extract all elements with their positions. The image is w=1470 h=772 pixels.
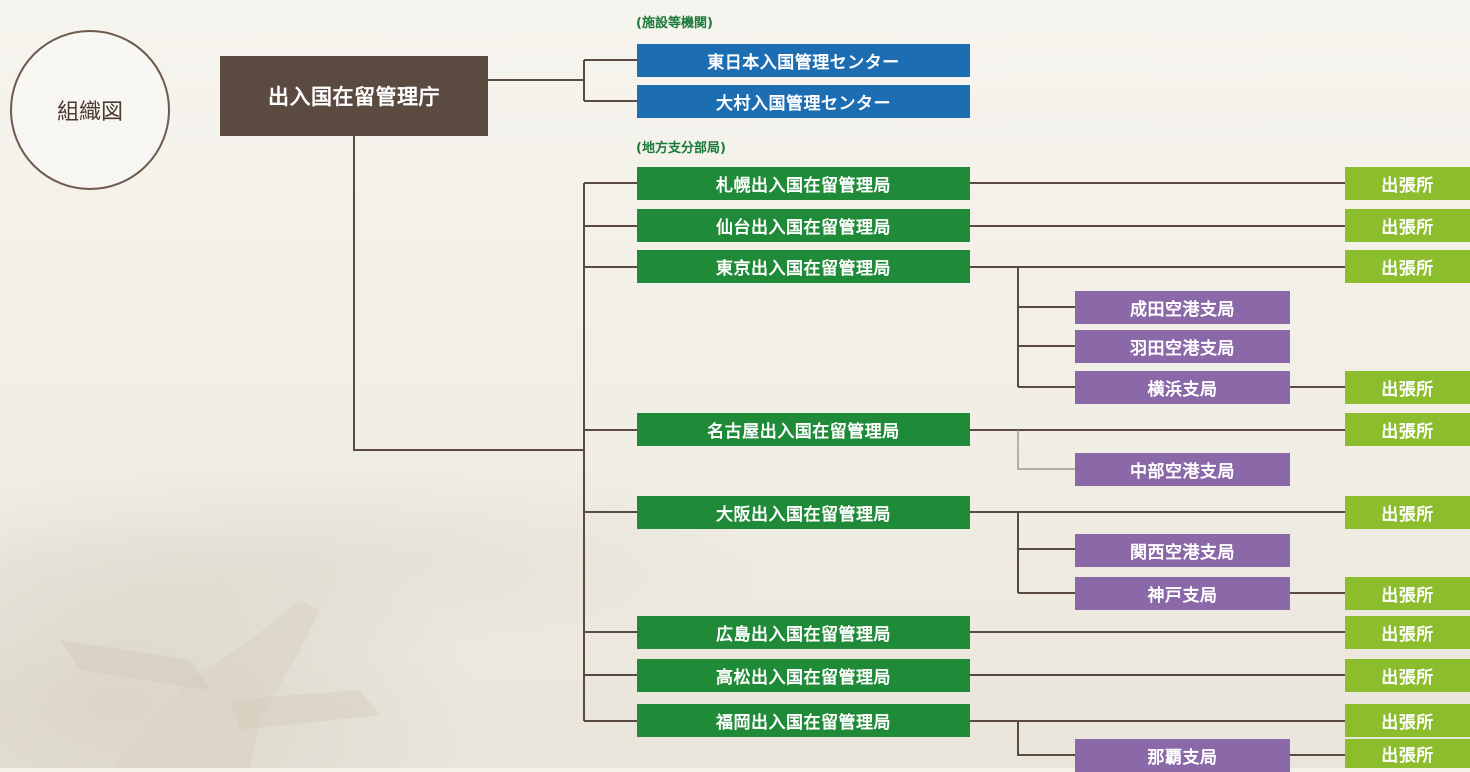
bureau-osaka: 大阪出入国在留管理局	[637, 496, 970, 529]
office-naha: 出張所	[1345, 739, 1470, 768]
hq-box: 出入国在留管理庁	[220, 56, 488, 136]
office-yokohama: 出張所	[1345, 371, 1470, 404]
bureau-fukuoka: 福岡出入国在留管理局	[637, 704, 970, 737]
branch-narita: 成田空港支局	[1075, 291, 1290, 324]
office-takamatsu: 出張所	[1345, 659, 1470, 692]
branch-naha: 那覇支局	[1075, 739, 1290, 772]
office-nagoya: 出張所	[1345, 413, 1470, 446]
bureau-sapporo: 札幌出入国在留管理局	[637, 167, 970, 200]
facility-omura: 大村入国管理センター	[637, 85, 970, 118]
office-fukuoka: 出張所	[1345, 704, 1470, 737]
branch-kansai: 関西空港支局	[1075, 534, 1290, 567]
diagram-title: 組織図	[56, 100, 123, 125]
branch-yokohama: 横浜支局	[1075, 371, 1290, 404]
regional-label: (地方支分部局)	[636, 141, 726, 156]
bureau-sendai: 仙台出入国在留管理局	[637, 209, 970, 242]
office-sendai: 出張所	[1345, 209, 1470, 242]
facilities-label: (施設等機関)	[636, 16, 713, 31]
office-tokyo: 出張所	[1345, 250, 1470, 283]
bureau-nagoya: 名古屋出入国在留管理局	[637, 413, 970, 446]
office-kobe: 出張所	[1345, 577, 1470, 610]
branch-haneda: 羽田空港支局	[1075, 330, 1290, 363]
office-sapporo: 出張所	[1345, 167, 1470, 200]
office-osaka: 出張所	[1345, 496, 1470, 529]
bureau-hiroshima: 広島出入国在留管理局	[637, 616, 970, 649]
branch-chubu: 中部空港支局	[1075, 453, 1290, 486]
office-hiroshima: 出張所	[1345, 616, 1470, 649]
bureau-takamatsu: 高松出入国在留管理局	[637, 659, 970, 692]
bureau-tokyo: 東京出入国在留管理局	[637, 250, 970, 283]
facility-east-japan: 東日本入国管理センター	[637, 44, 970, 77]
diagram-title-circle: 組織図	[10, 30, 170, 190]
branch-kobe: 神戸支局	[1075, 577, 1290, 610]
